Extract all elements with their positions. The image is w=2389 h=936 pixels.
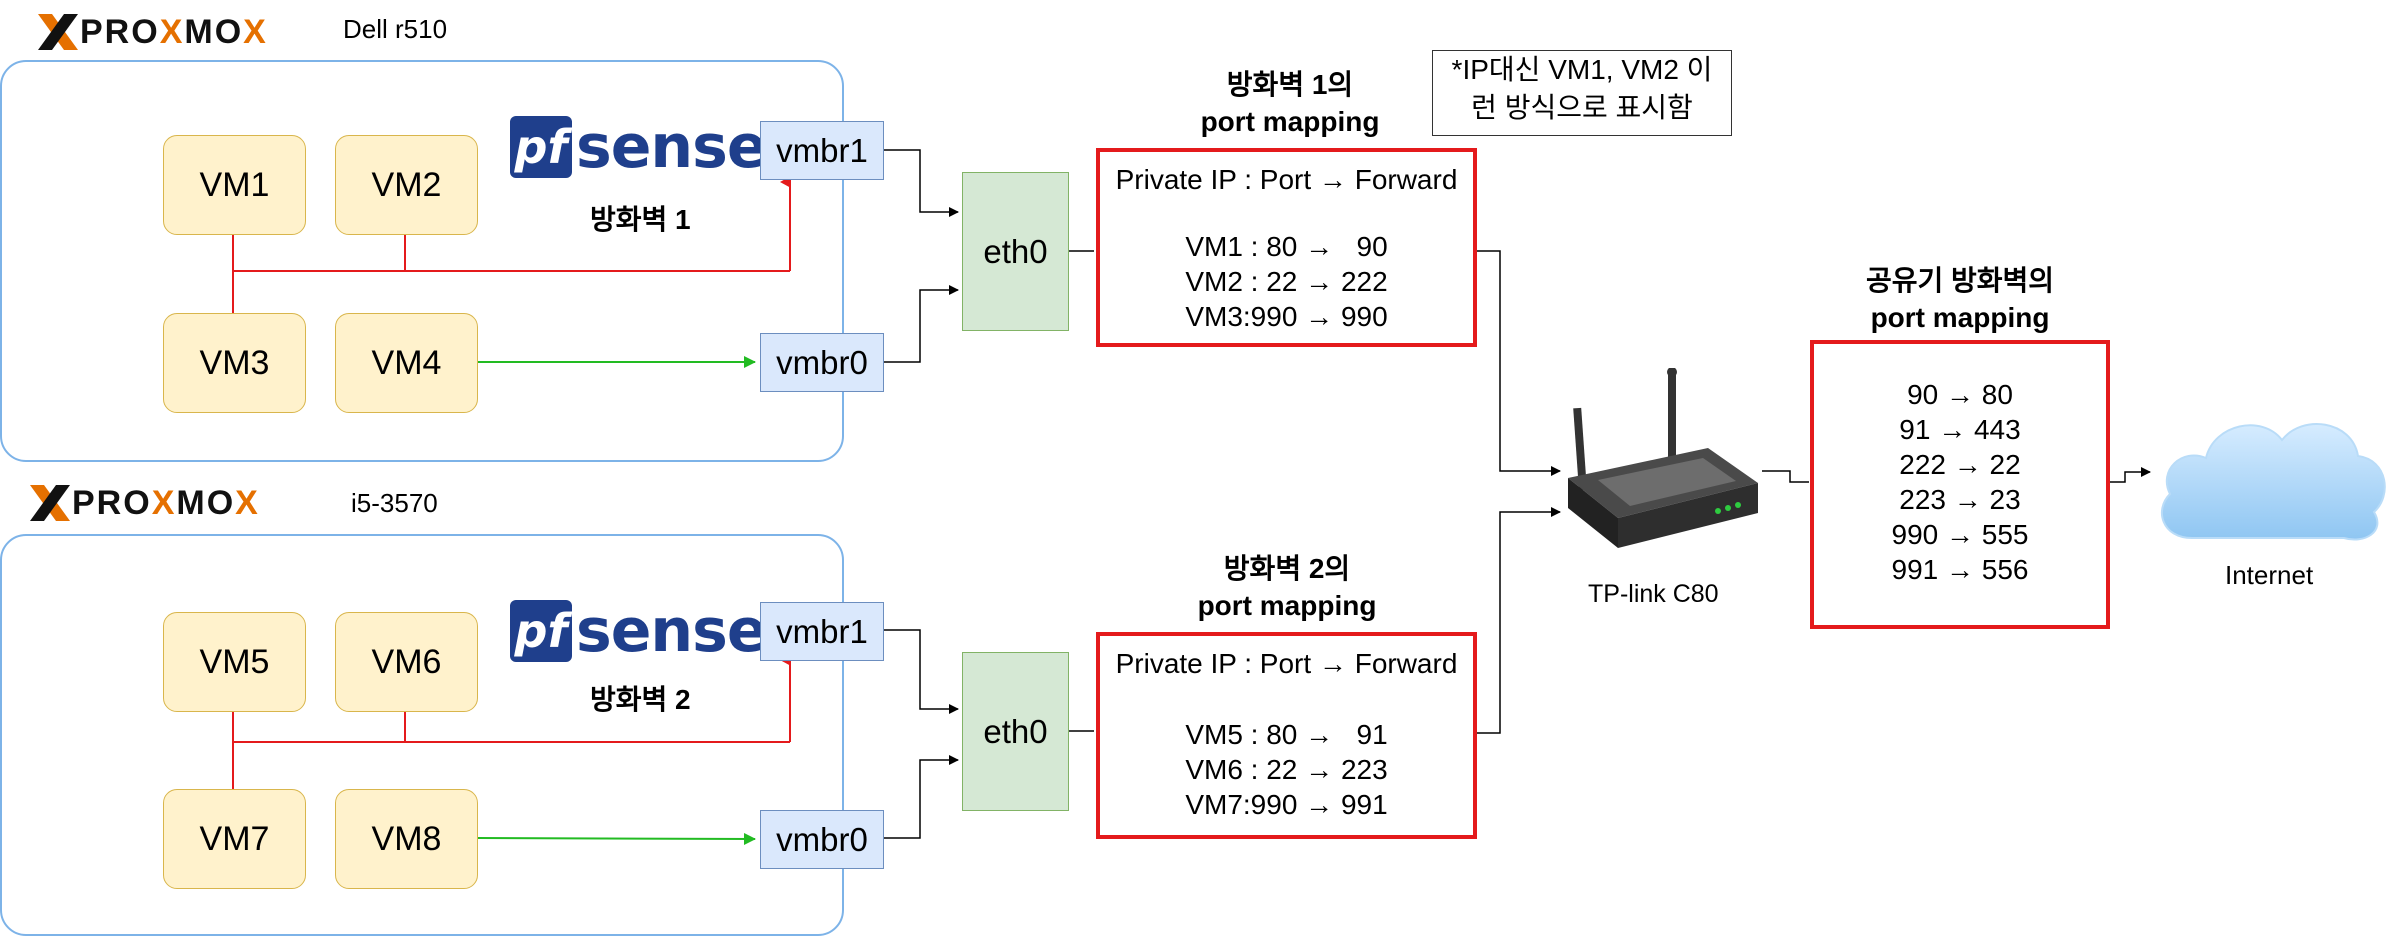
pfsense-wordmark: sense <box>576 112 768 182</box>
mapping-header: Private IP : Port → Forward <box>1115 648 1458 679</box>
pfsense-pf-icon: pf <box>510 600 572 662</box>
vm-node: VM7 <box>163 789 306 889</box>
host-frame-1 <box>0 60 844 462</box>
ip-note: *IP대신 VM1, VM2 이 런 방식으로 표시함 <box>1432 50 1732 136</box>
mapping-title-2: 방화벽 2의 port mapping <box>1142 550 1432 624</box>
note-line: *IP대신 VM1, VM2 이 <box>1451 54 1713 85</box>
mapping-rows: VM1 : 80 → 90 VM2 : 22 → 222 VM3:990 → 9… <box>1100 229 1473 334</box>
mapping-row: 91 → 443 <box>1899 414 2021 445</box>
proxmox-logo-host-2: PROXMOX <box>28 483 260 523</box>
internet-label: Internet <box>2225 560 2314 590</box>
firewall-label-2: 방화벽 2 <box>590 684 691 715</box>
lan-links-host-1 <box>232 176 791 313</box>
mapping-title-line: 공유기 방화벽의 <box>1865 265 2055 296</box>
nic-eth0: eth0 <box>962 652 1069 811</box>
bridge-to-nic-host-2 <box>882 629 959 839</box>
port-mapping-box-2: Private IP : Port → Forward VM5 : 80 → 9… <box>1096 632 1477 839</box>
mapping-title-line: port mapping <box>1197 590 1377 621</box>
mapping-title-line: port mapping <box>1200 106 1380 137</box>
mapping-header: Private IP : Port → Forward <box>1115 164 1458 195</box>
router-label: TP-link C80 <box>1588 580 1719 608</box>
firewall-label-1: 방화벽 1 <box>590 204 691 235</box>
lan-links-host-2 <box>232 654 791 789</box>
note-line: 런 방식으로 표시함 <box>1471 92 1693 123</box>
mapping-title-line: 방화벽 1의 <box>1226 69 1354 100</box>
bridge-vmbr0: vmbr0 <box>760 810 884 869</box>
proxmox-wordmark: PROXMOX <box>80 12 268 51</box>
vm-node: VM8 <box>335 789 478 889</box>
pfsense-pf-icon: pf <box>510 116 572 178</box>
mapping-title-1: 방화벽 1의 port mapping <box>1150 66 1430 140</box>
router-map-to-internet <box>2110 467 2151 483</box>
proxmox-x-icon <box>30 485 70 521</box>
proxmox-wordmark: PROXMOX <box>72 483 260 522</box>
mapping-row: VM5 : 80 → 91 <box>1185 719 1388 750</box>
mapping-row: VM1 : 80 → 90 <box>1185 231 1388 262</box>
map2-to-router <box>1475 507 1561 734</box>
wifi-router-icon <box>1568 368 1758 548</box>
mapping-rows: VM5 : 80 → 91 VM6 : 22 → 223 VM7:990 → 9… <box>1100 717 1473 822</box>
vm-node: VM6 <box>335 612 478 712</box>
pfsense-wordmark: sense <box>576 596 768 666</box>
bridge-vmbr1: vmbr1 <box>760 602 884 661</box>
proxmox-x-icon <box>38 14 78 50</box>
port-mapping-box-1: Private IP : Port → Forward VM1 : 80 → 9… <box>1096 148 1477 347</box>
mapping-rows: 90 → 80 91 → 443 222 → 22 223 → 23 990 →… <box>1814 377 2106 587</box>
mapping-row: 223 → 23 <box>1899 484 2021 515</box>
mapping-title-line: port mapping <box>1870 302 2050 333</box>
mapping-row: 222 → 22 <box>1899 449 2021 480</box>
mapping-row: 990 → 555 <box>1891 519 2029 550</box>
mapping-title-line: 방화벽 2의 <box>1223 553 1351 584</box>
mapping-row: 90 → 80 <box>1907 379 2013 410</box>
pfsense-logo-host-1: pf sense <box>510 112 768 182</box>
vm-node: VM1 <box>163 135 306 235</box>
cloud-icon <box>2161 423 2386 541</box>
vm-node: VM4 <box>335 313 478 413</box>
mapping-row: 991 → 556 <box>1891 554 2029 585</box>
vm-node: VM2 <box>335 135 478 235</box>
bridge-to-nic-host-1 <box>882 149 959 363</box>
wan-link-host-2 <box>477 832 756 845</box>
host-name-1: Dell r510 <box>343 14 448 44</box>
router-port-mapping-box: 90 → 80 91 → 443 222 → 22 223 → 23 990 →… <box>1810 340 2110 629</box>
nic-eth0: eth0 <box>962 172 1069 331</box>
mapping-row: VM7:990 → 991 <box>1185 789 1388 820</box>
bridge-vmbr0: vmbr0 <box>760 333 884 392</box>
pfsense-logo-host-2: pf sense <box>510 596 768 666</box>
vm-node: VM3 <box>163 313 306 413</box>
proxmox-logo-host-1: PROXMOX <box>36 12 268 52</box>
map1-to-router <box>1475 250 1561 476</box>
host-name-2: i5-3570 <box>351 488 438 518</box>
mapping-row: VM3:990 → 990 <box>1185 301 1388 332</box>
vm-node: VM5 <box>163 612 306 712</box>
mapping-row: VM2 : 22 → 222 <box>1185 266 1388 297</box>
mapping-row: VM6 : 22 → 223 <box>1185 754 1388 785</box>
bridge-vmbr1: vmbr1 <box>760 121 884 180</box>
router-mapping-title: 공유기 방화벽의 port mapping <box>1820 262 2100 336</box>
router-to-router-map <box>1762 470 1809 483</box>
